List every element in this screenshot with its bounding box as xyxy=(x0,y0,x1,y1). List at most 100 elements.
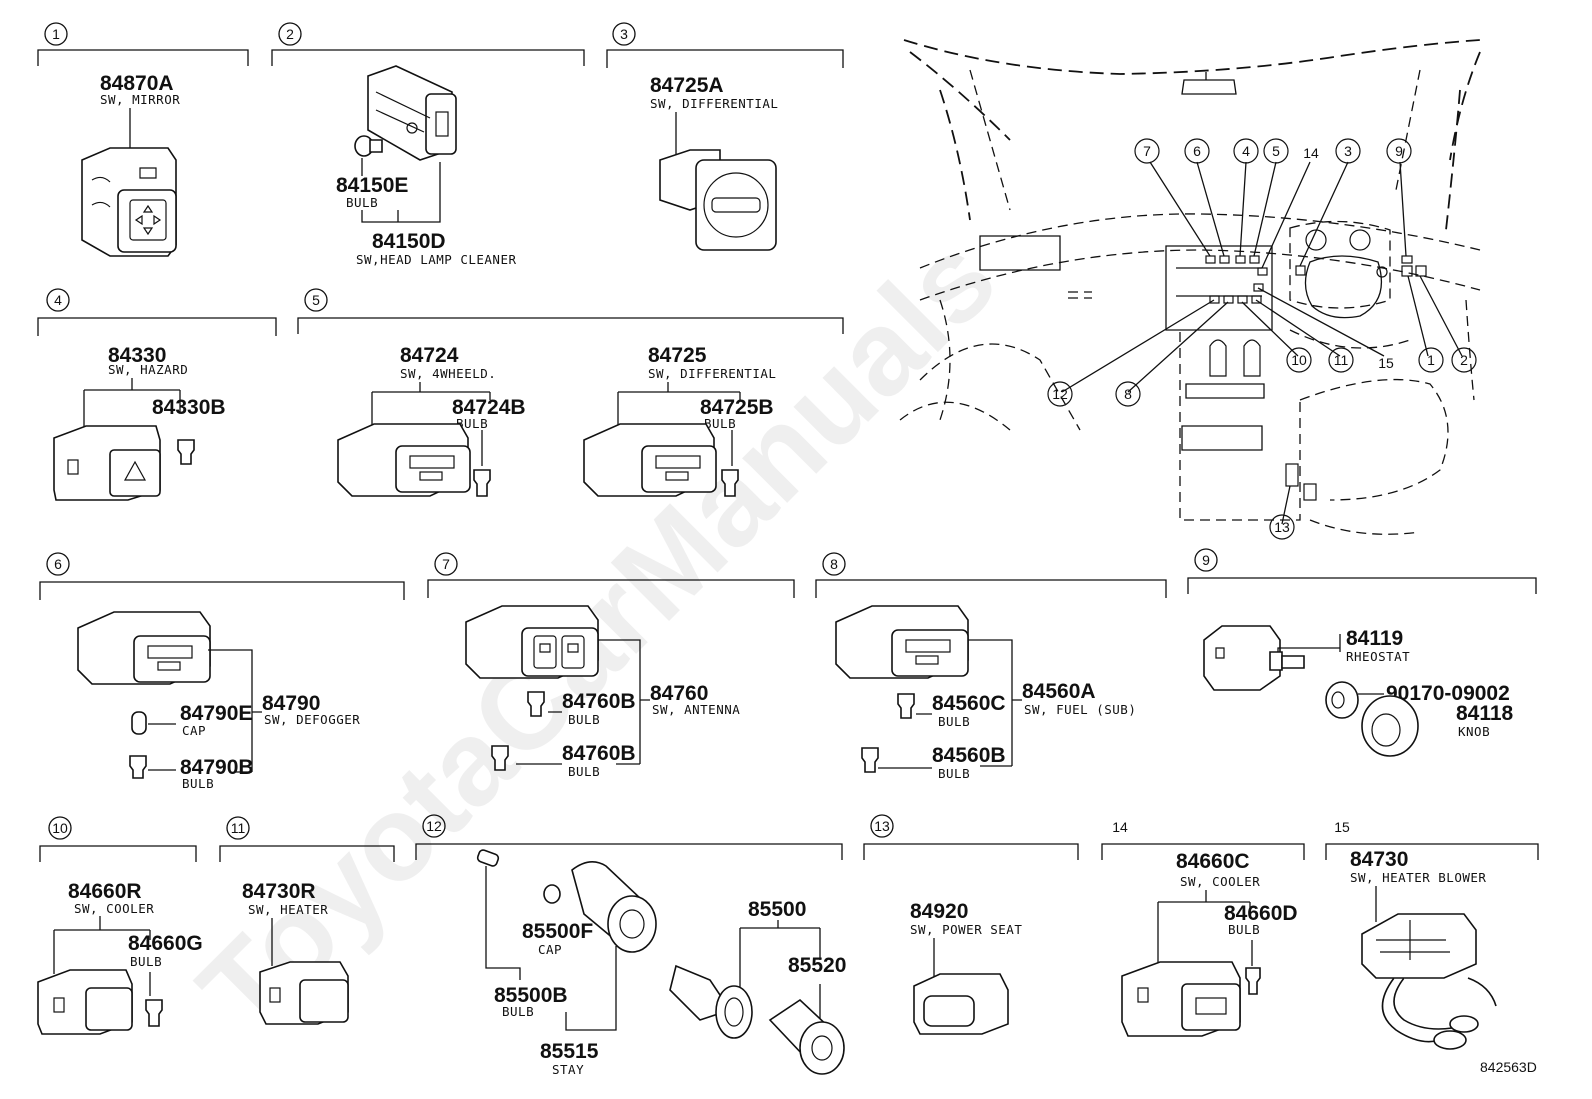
lighter-socket-stay-illustration xyxy=(571,861,657,953)
rheostat-illustration xyxy=(1203,625,1305,691)
part-number-85500B: 85500B xyxy=(494,984,568,1007)
part-desc-sw-power-seat: SW, POWER SEAT xyxy=(910,922,1022,937)
svg-text:3: 3 xyxy=(1344,143,1352,159)
svg-text:15: 15 xyxy=(1378,355,1394,371)
mirror-switch-illustration xyxy=(81,147,177,257)
heater-switch-illustration xyxy=(259,961,349,1025)
part-desc-cap: CAP xyxy=(182,723,206,738)
part-number-84725B: 84725B xyxy=(700,396,774,419)
section-15: 15 84730 SW, HEATER BLOWER xyxy=(1325,819,1539,1050)
section-10-callout xyxy=(48,816,72,840)
power-seat-switch-illustration xyxy=(913,973,1009,1035)
section-11: 11 84730R SW, HEATER xyxy=(219,816,395,1025)
part-number-84790E: 84790E xyxy=(180,702,252,725)
section-12: 12 85500F CAP 85500B BULB 85515 STAY 855… xyxy=(415,814,846,1077)
section-14-number: 14 xyxy=(1112,819,1128,835)
switch-location-markers xyxy=(1205,255,1427,304)
section-5-callout xyxy=(304,288,328,312)
part-desc-bulb-84560C: BULB xyxy=(938,714,970,729)
part-number-84724B: 84724B xyxy=(452,396,526,419)
part-desc-bulb-84760B-2: BULB xyxy=(568,764,600,779)
nut-90170-09002-illustration xyxy=(1325,681,1359,719)
differential-switch-2-illustration xyxy=(583,423,717,497)
part-number-84870A: 84870A xyxy=(100,72,174,95)
part-desc-sw-hazard: SW, HAZARD xyxy=(108,362,188,377)
bulb-84790B-illustration xyxy=(129,755,147,779)
section-2: 2 84150E BULB 84150D SW,HEAD LAMP CLEANE… xyxy=(271,22,585,267)
part-number-84760B-2: 84760B xyxy=(562,742,636,765)
section-15-number: 15 xyxy=(1334,819,1350,835)
section-2-callout xyxy=(278,22,302,46)
part-desc-rheostat: RHEOSTAT xyxy=(1346,649,1410,664)
svg-text:1: 1 xyxy=(1427,352,1435,368)
bulb-84760B-2-illustration xyxy=(491,745,509,771)
part-desc-bulb-84660G: BULB xyxy=(130,954,162,969)
overview-callouts: 7 6 4 5 14 3 9 1 2 15 11 10 8 12 13 xyxy=(1047,138,1477,540)
section-13-number: 13 xyxy=(874,818,890,834)
section-7-number: 7 xyxy=(442,556,450,572)
part-desc-sw-mirror: SW, MIRROR xyxy=(100,92,180,107)
section-8-number: 8 xyxy=(830,556,838,572)
svg-text:2: 2 xyxy=(1460,352,1468,368)
section-9-callout xyxy=(1194,548,1218,572)
part-number-84760B-1: 84760B xyxy=(562,690,636,713)
part-desc-sw-heater: SW, HEATER xyxy=(248,902,328,917)
bulb-84150E-illustration xyxy=(354,135,383,157)
part-desc-bulb-84790B: BULB xyxy=(182,776,214,791)
part-desc-cap-85500F: CAP xyxy=(538,942,562,957)
part-number-84660C: 84660C xyxy=(1176,850,1250,873)
section-9: 9 84119 RHEOSTAT 90170-09002 84118 KNOB xyxy=(1187,548,1537,757)
part-desc-sw-cooler-84660C: SW, COOLER xyxy=(1180,874,1260,889)
part-number-84725: 84725 xyxy=(648,344,707,367)
knob-84118-illustration xyxy=(1361,695,1419,757)
part-desc-sw-differential: SW, DIFFERENTIAL xyxy=(650,96,778,111)
section-1-callout xyxy=(44,22,68,46)
svg-text:6: 6 xyxy=(1193,143,1201,159)
part-number-90170-09002: 90170-09002 xyxy=(1386,682,1510,705)
section-8: 8 84560C BULB 84560A SW, FUEL (SUB) 8456… xyxy=(815,552,1167,781)
part-number-84790: 84790 xyxy=(262,692,320,715)
section-13-callout xyxy=(870,814,894,838)
section-14: 14 84660C SW, COOLER 84660D BULB xyxy=(1101,819,1305,1037)
part-number-84920: 84920 xyxy=(910,900,968,923)
vehicle-interior-overview: 7 6 4 5 14 3 9 1 2 15 11 10 8 12 13 xyxy=(899,39,1481,540)
fuel-sub-switch-illustration xyxy=(835,605,969,679)
bulb-84330B-illustration xyxy=(177,439,195,465)
section-3-number: 3 xyxy=(620,26,628,42)
part-number-84660D: 84660D xyxy=(1224,902,1298,925)
head-lamp-cleaner-switch-illustration xyxy=(367,65,457,161)
heater-blower-switch-illustration xyxy=(1361,913,1497,1050)
part-desc-bulb-84760B-1: BULB xyxy=(568,712,600,727)
bulb-85500B-illustration xyxy=(476,849,500,867)
section-6: 6 84790E CAP 84790 SW, DEFOGGER 84790B B… xyxy=(39,552,405,791)
section-2-number: 2 xyxy=(286,26,294,42)
svg-text:10: 10 xyxy=(1291,352,1307,368)
cooler-switch-illustration xyxy=(37,969,133,1035)
part-desc-bulb-84724B: BULB xyxy=(456,416,488,431)
section-13: 13 84920 SW, POWER SEAT xyxy=(863,814,1079,1035)
4wheel-drive-switch-illustration xyxy=(337,423,471,497)
part-number-85520: 85520 xyxy=(788,954,846,977)
section-6-number: 6 xyxy=(54,556,62,572)
section-11-number: 11 xyxy=(231,820,246,836)
bulb-84760B-1-illustration xyxy=(527,691,545,717)
part-desc-stay: STAY xyxy=(552,1062,584,1077)
svg-text:5: 5 xyxy=(1272,143,1280,159)
part-number-84790B: 84790B xyxy=(180,756,254,779)
section-12-number: 12 xyxy=(426,818,442,834)
part-desc-knob: KNOB xyxy=(1458,724,1490,739)
svg-text:11: 11 xyxy=(1334,352,1349,368)
part-number-84330: 84330 xyxy=(108,344,166,367)
differential-switch-illustration xyxy=(659,149,777,251)
cooler-switch-2-illustration xyxy=(1121,961,1241,1037)
bulb-84725B-illustration xyxy=(721,469,739,497)
lighter-socket-illustration xyxy=(669,964,753,1039)
part-number-84724: 84724 xyxy=(400,344,459,367)
cap-84790E-illustration xyxy=(131,711,147,735)
part-desc-bulb-85500B: BULB xyxy=(502,1004,534,1019)
part-desc-sw-differential-2: SW, DIFFERENTIAL xyxy=(648,366,776,381)
part-number-84660G: 84660G xyxy=(128,932,203,955)
part-desc-bulb: BULB xyxy=(346,195,378,210)
part-number-84760: 84760 xyxy=(650,682,708,705)
